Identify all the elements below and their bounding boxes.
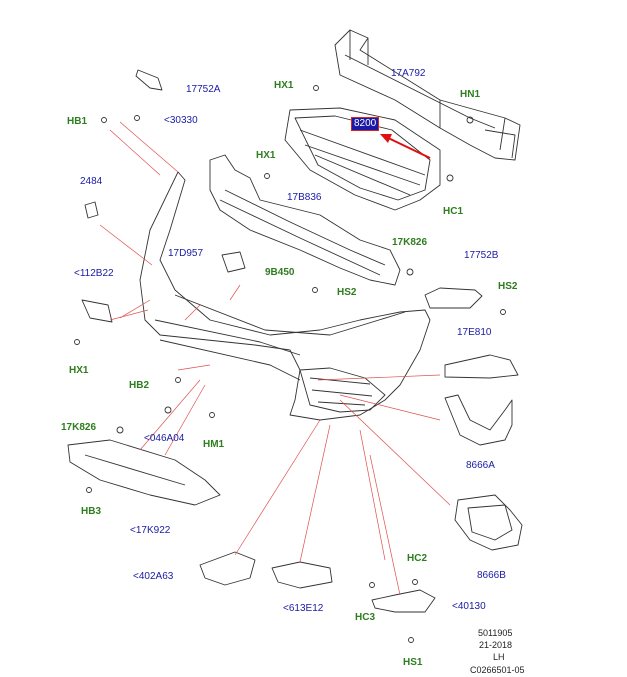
drawing-date: 21-2018 bbox=[479, 640, 513, 650]
callout-8666b: 8666B bbox=[477, 570, 506, 581]
callout-17752b: 17752B bbox=[464, 250, 499, 261]
callout-046a04: <046A04 bbox=[144, 433, 185, 444]
drawing-code: C0266501-05 bbox=[470, 665, 525, 675]
callout-17b836: 17B836 bbox=[287, 192, 322, 203]
drawing-side: LH bbox=[493, 652, 505, 662]
callout-hs2-right: HS2 bbox=[498, 281, 518, 292]
callout-17k922: <17K922 bbox=[130, 525, 171, 536]
callout-17k826-bottom: 17K826 bbox=[61, 422, 97, 433]
highlight-arrow bbox=[380, 134, 431, 159]
callout-17d957: 17D957 bbox=[168, 248, 204, 259]
callout-hm1: HM1 bbox=[203, 439, 225, 450]
drawing-number: 5011905 bbox=[478, 628, 513, 638]
callout-17752a: 17752A bbox=[186, 84, 221, 95]
callout-40130: <40130 bbox=[452, 601, 486, 612]
callout-17e810: 17E810 bbox=[457, 327, 492, 338]
callout-8200: 8200 bbox=[351, 117, 380, 131]
grille bbox=[284, 107, 441, 211]
callout-hn1: HN1 bbox=[460, 89, 481, 100]
callout-hb1: HB1 bbox=[67, 116, 88, 127]
leader-lines bbox=[99, 121, 451, 596]
callout-8666a: 8666A bbox=[466, 460, 495, 471]
callout-17a792: 17A792 bbox=[391, 68, 426, 79]
callout-17k826-top: 17K826 bbox=[392, 237, 428, 248]
callout-hx1-mid: HX1 bbox=[256, 150, 276, 161]
callout-hc3: HC3 bbox=[355, 612, 376, 623]
callout-402a63: <402A63 bbox=[133, 571, 174, 582]
callout-112b22: <112B22 bbox=[74, 268, 114, 279]
callout-hb3: HB3 bbox=[81, 506, 102, 517]
callout-30330: <30330 bbox=[164, 115, 198, 126]
bumper-cover bbox=[139, 171, 431, 421]
callout-hs2-left: HS2 bbox=[337, 287, 357, 298]
callout-hc1: HC1 bbox=[443, 206, 464, 217]
callout-hb2: HB2 bbox=[129, 380, 150, 391]
undertray bbox=[67, 439, 221, 506]
callout-hx1-left: HX1 bbox=[69, 365, 89, 376]
upper-carrier bbox=[209, 154, 401, 286]
callout-2484: 2484 bbox=[80, 176, 103, 187]
callout-hs1: HS1 bbox=[403, 657, 423, 668]
reinforcement-beam bbox=[334, 29, 521, 161]
callout-9b450: 9B450 bbox=[265, 267, 295, 278]
callout-hx1-top: HX1 bbox=[274, 80, 294, 91]
callout-613e12: <613E12 bbox=[283, 603, 324, 614]
callout-hc2: HC2 bbox=[407, 553, 428, 564]
